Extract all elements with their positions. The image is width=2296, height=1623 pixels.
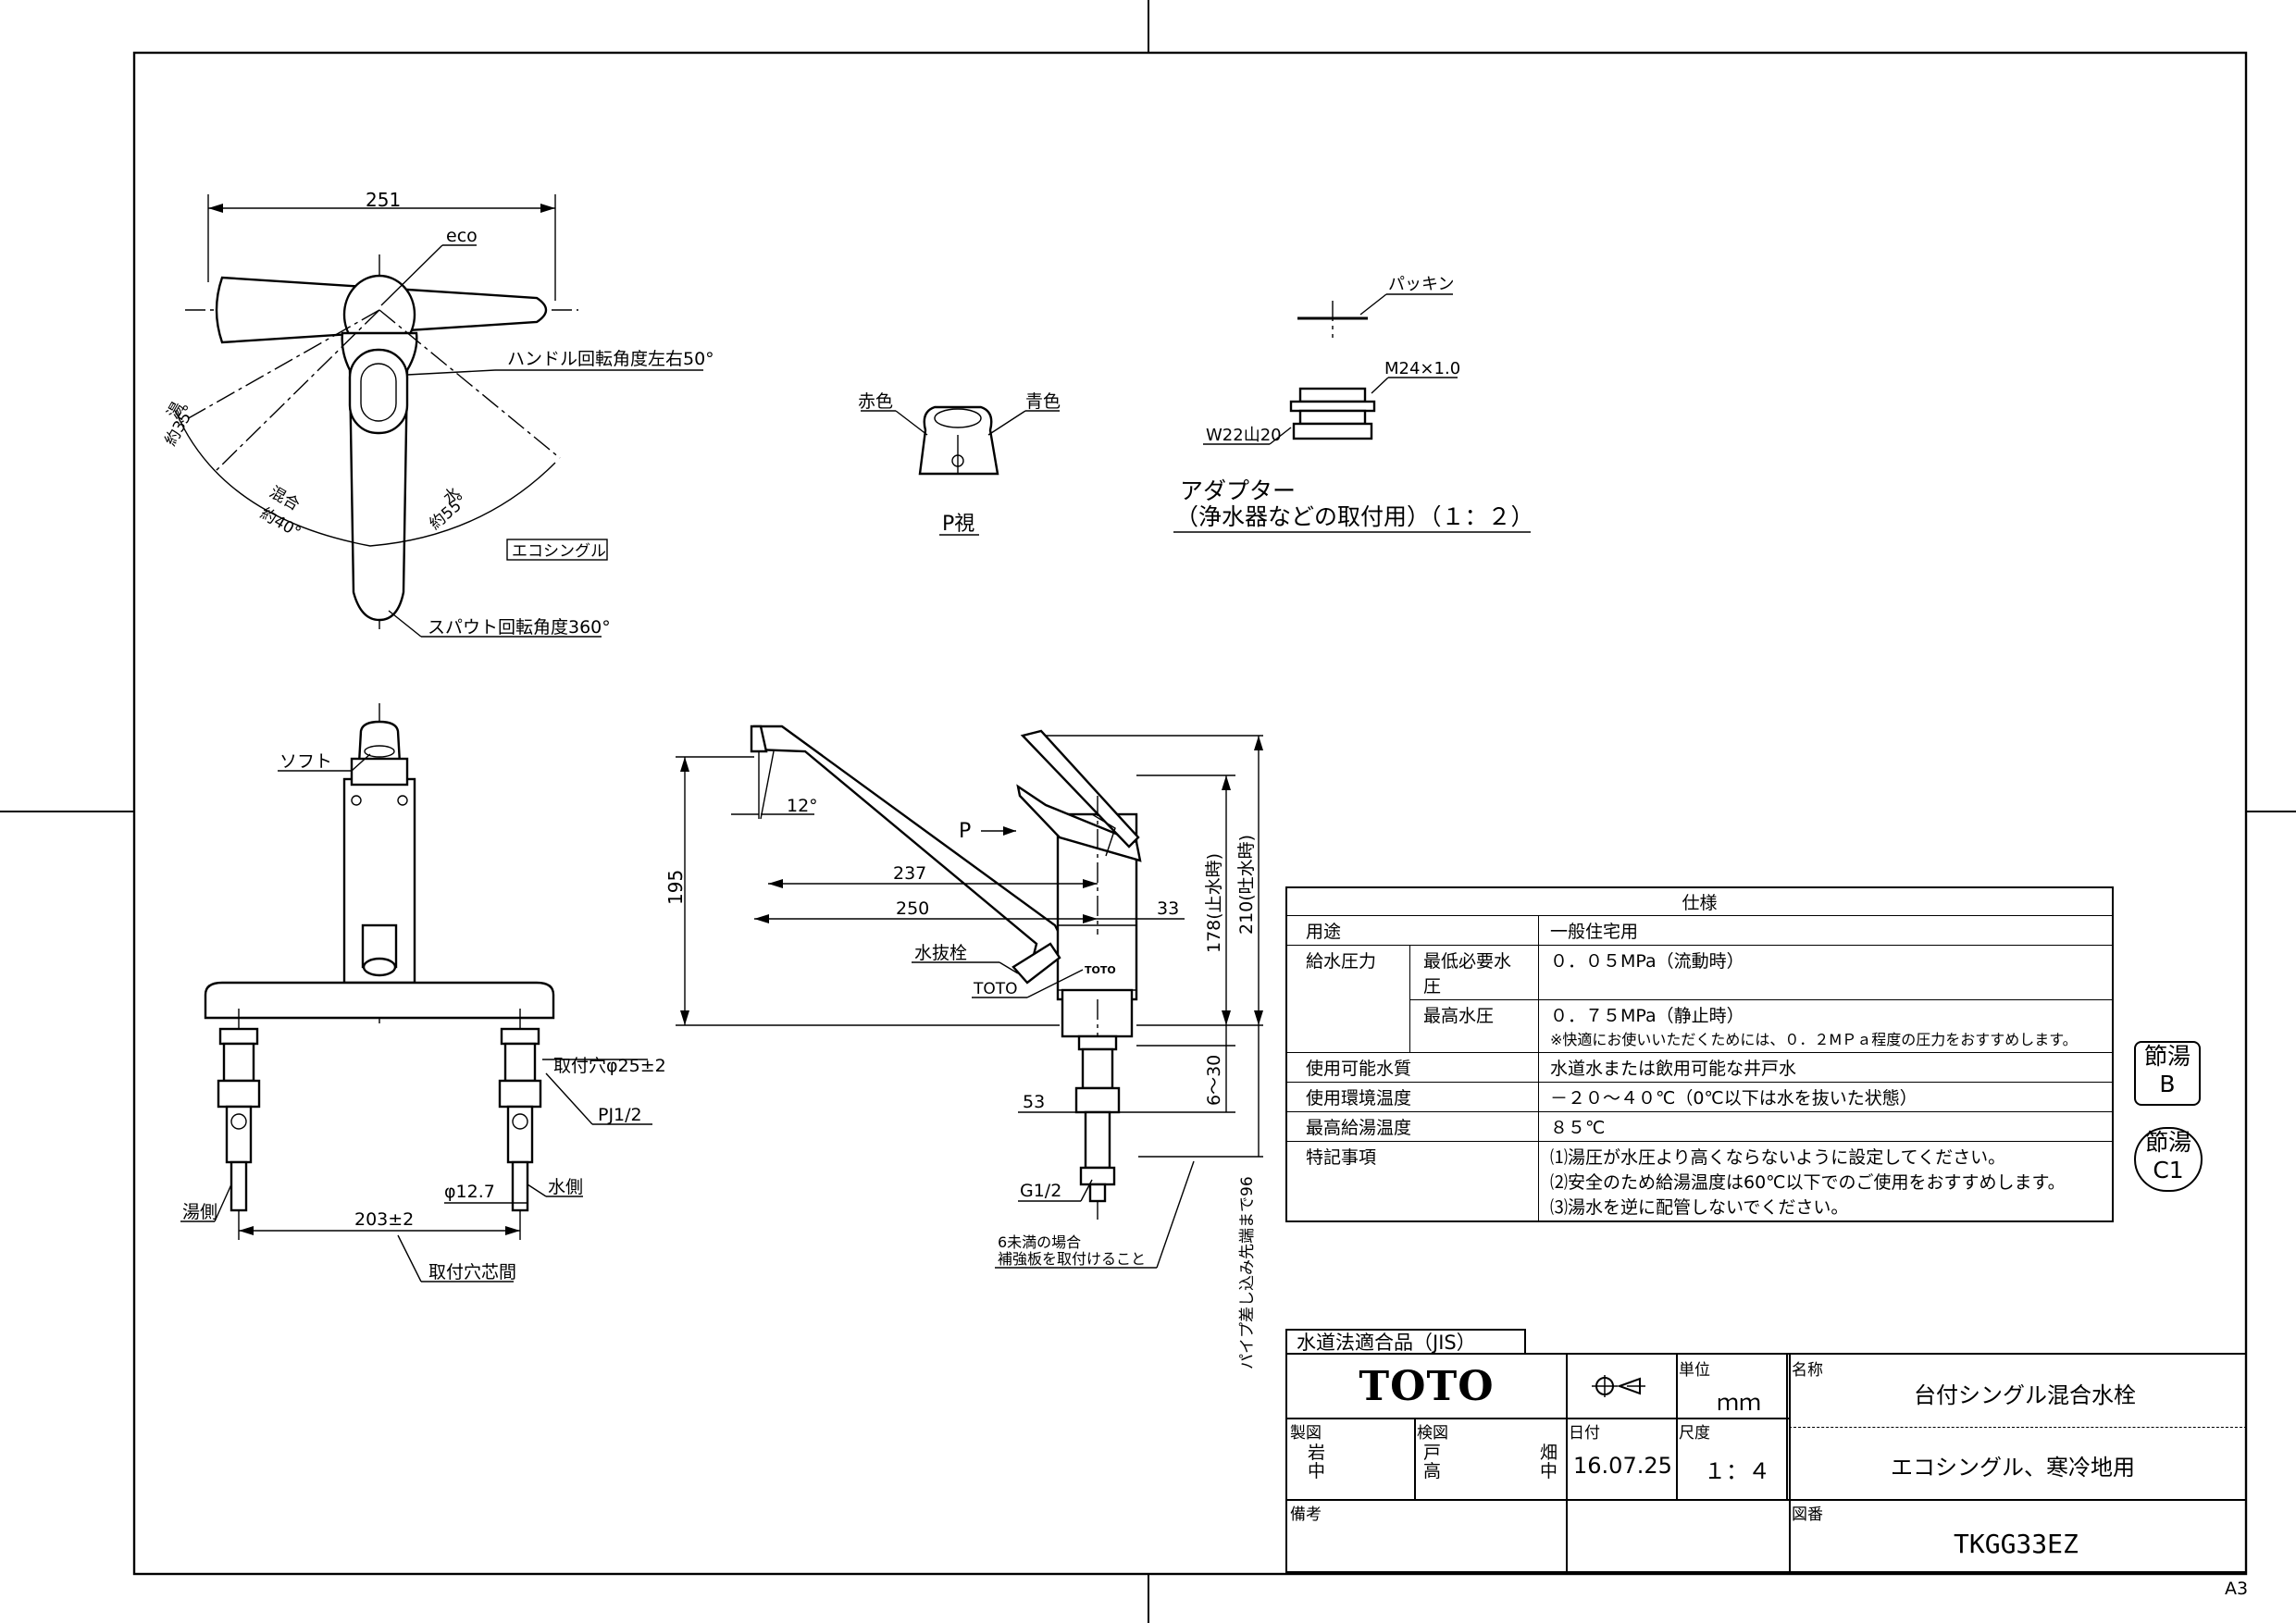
svg-text:ハンドル回転角度左右50°: ハンドル回転角度左右50°	[507, 349, 714, 369]
projection-symbol-icon	[1592, 1375, 1645, 1397]
svg-text:TOTO: TOTO	[973, 980, 1018, 998]
svg-text:PJ1/2: PJ1/2	[598, 1105, 642, 1125]
svg-text:湯側: 湯側	[182, 1202, 217, 1222]
spec-title: 仕様	[1682, 893, 1718, 913]
svg-text:アダプター: アダプター	[1180, 477, 1296, 504]
eco-single-tag: エコシングル	[512, 542, 606, 561]
svg-text:eco: eco	[446, 226, 478, 246]
svg-text:青色: 青色	[1025, 391, 1061, 412]
svg-text:TOTO: TOTO	[1085, 964, 1116, 976]
drawing-number: TKGG33EZ	[1954, 1529, 2079, 1559]
svg-text:203±2: 203±2	[354, 1209, 414, 1230]
front-view: ソフト 取付穴φ25±2 PJ1/2 水側 湯側 φ12.7 203±2 取付穴…	[180, 703, 666, 1282]
svg-text:237: 237	[893, 863, 926, 884]
svg-text:ソフト: ソフト	[279, 751, 332, 772]
svg-text:195: 195	[664, 870, 687, 905]
svg-text:178(止水時): 178(止水時)	[1204, 853, 1224, 953]
title-block: TOTO 単位 ｍｍ 名称 台付シングル混合水栓 エコシングル、寒冷地用 製図 …	[1285, 1353, 2247, 1573]
svg-text:φ12.7: φ12.7	[444, 1182, 495, 1202]
svg-text:250: 250	[896, 898, 929, 919]
svg-text:取付穴φ25±2: 取付穴φ25±2	[553, 1056, 666, 1076]
top-view: 251 eco ハンドル回転角度左右50° 湯 約35° 混合 約40° 水 約…	[162, 189, 714, 638]
svg-text:33: 33	[1157, 898, 1179, 919]
p-view: 赤色 青色 P視	[858, 391, 1061, 536]
svg-text:取付穴芯間: 取付穴芯間	[428, 1262, 516, 1282]
svg-text:12°: 12°	[787, 796, 818, 816]
svg-text:補強板を取付けること: 補強板を取付けること	[998, 1250, 1146, 1268]
svg-text:M24×1.0: M24×1.0	[1384, 359, 1460, 378]
adapter-view: パッキン M24×1.0 W22山20 アダプター （浄水器などの取付用）（１：…	[1173, 275, 1534, 533]
svg-text:パッキン: パッキン	[1388, 275, 1454, 294]
svg-text:6未満の場合: 6未満の場合	[998, 1233, 1081, 1251]
svg-text:赤色: 赤色	[858, 391, 893, 412]
svg-text:210(吐水時): 210(吐水時)	[1236, 835, 1257, 935]
svg-text:6～30: 6～30	[1204, 1055, 1224, 1106]
svg-text:53: 53	[1023, 1092, 1045, 1112]
svg-text:P視: P視	[942, 513, 974, 536]
svg-text:G1/2: G1/2	[1020, 1181, 1061, 1201]
product-name: 台付シングル混合水栓	[1914, 1382, 2136, 1408]
svg-text:水側: 水側	[548, 1177, 583, 1197]
svg-text:パイプ差し込み先端まで96: パイプ差し込み先端まで96	[1238, 1176, 1257, 1369]
jis-label: 水道法適合品（JIS）	[1285, 1329, 1526, 1354]
svg-text:W22山20: W22山20	[1206, 426, 1282, 445]
svg-text:約40°: 約40°	[257, 504, 304, 542]
toto-logo: TOTO	[1359, 1362, 1495, 1410]
spec-table: 仕様 用途 一般住宅用 給水圧力 最低必要水圧 ０．０５MPa（流動時） 最高水…	[1285, 886, 2114, 1222]
svg-text:水抜栓: 水抜栓	[914, 943, 967, 963]
svg-text:P: P	[959, 820, 971, 843]
side-view: TOTO 195 12° P 237 250 33	[664, 725, 1263, 1369]
svg-text:（浄水器などの取付用）（１：２）: （浄水器などの取付用）（１：２）	[1175, 503, 1534, 530]
sheet-border	[132, 51, 2248, 1576]
paper-size: A3	[2225, 1579, 2249, 1599]
svg-text:スパウト回転角度360°: スパウト回転角度360°	[428, 617, 611, 638]
dim-251: 251	[366, 189, 401, 211]
